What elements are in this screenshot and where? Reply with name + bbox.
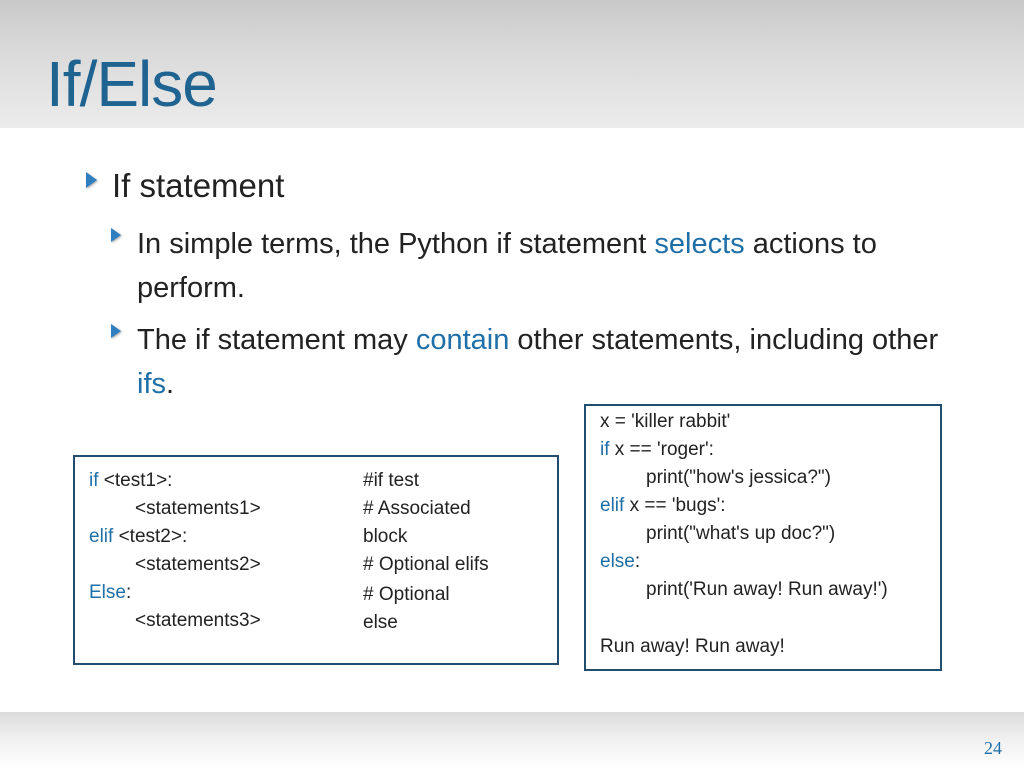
code-line: else: (600, 548, 640, 576)
code-line: elif <test2>: (89, 523, 187, 551)
triangle-bullet-icon (111, 228, 121, 242)
code-text: x == 'bugs': (624, 495, 726, 516)
keyword: elif (89, 526, 114, 547)
code-comment: # Optional (363, 584, 450, 605)
code-line: print("how's jessica?") (646, 467, 832, 488)
code-text: <test1>: (98, 470, 173, 491)
bullet-text: If statement (112, 167, 285, 204)
syntax-code-box: if <test1>: <statements1> elif <test2>: … (73, 455, 559, 665)
code-comment: # Associated (363, 498, 471, 519)
keyword: if (600, 439, 610, 460)
code-line: elif x == 'bugs': (600, 492, 726, 520)
code-comment: else (363, 612, 398, 633)
keyword: elif (600, 495, 625, 516)
sub-bullet-contain: The if statement may contain other state… (111, 318, 961, 406)
triangle-bullet-icon (86, 172, 97, 188)
code-comment: block (363, 526, 408, 547)
keyword: else (600, 551, 635, 572)
code-line: <statements1> (135, 498, 261, 519)
highlight-ifs: ifs (137, 368, 166, 400)
text-segment: In simple terms, the Python if statement (137, 228, 655, 260)
code-line: x = 'killer rabbit' (600, 411, 731, 432)
code-text: x == 'roger': (609, 439, 714, 460)
page-number: 24 (984, 738, 1002, 758)
code-line: print('Run away! Run away!') (646, 579, 888, 600)
text-segment: The if statement may (137, 324, 416, 356)
code-text: : (634, 551, 641, 572)
highlight-contain: contain (415, 324, 510, 356)
code-line: if x == 'roger': (600, 436, 714, 464)
code-line: if <test1>: (89, 467, 172, 495)
highlight-selects: selects (654, 228, 745, 260)
text-segment: other statements, including other (509, 324, 939, 356)
sub-bullet-text: The if statement may contain other state… (137, 318, 961, 406)
text-segment: actions to perform. (137, 228, 877, 304)
code-comment: # Optional elifs (363, 554, 489, 575)
keyword: Else (89, 582, 126, 603)
code-line: <statements2> (135, 554, 261, 575)
slide-title: If/Else (46, 48, 218, 120)
sub-bullet-text: In simple terms, the Python if statement… (137, 222, 961, 310)
code-line: <statements3> (135, 610, 261, 631)
header-band (0, 0, 1024, 128)
triangle-bullet-icon (111, 324, 121, 338)
code-text: <test2>: (113, 526, 188, 547)
text-segment: . (166, 368, 175, 400)
code-line: Else: (89, 579, 131, 607)
bullet-if-statement: If statement (86, 167, 285, 204)
code-text: : (125, 582, 132, 603)
sub-bullet-selects: In simple terms, the Python if statement… (111, 222, 961, 310)
example-code-box: x = 'killer rabbit' if x == 'roger': pri… (584, 404, 942, 671)
footer-band (0, 712, 1024, 768)
code-comment: #if test (363, 470, 419, 491)
keyword: if (89, 470, 99, 491)
output-line: Run away! Run away! (600, 636, 785, 657)
code-line: print("what's up doc?") (646, 523, 836, 544)
